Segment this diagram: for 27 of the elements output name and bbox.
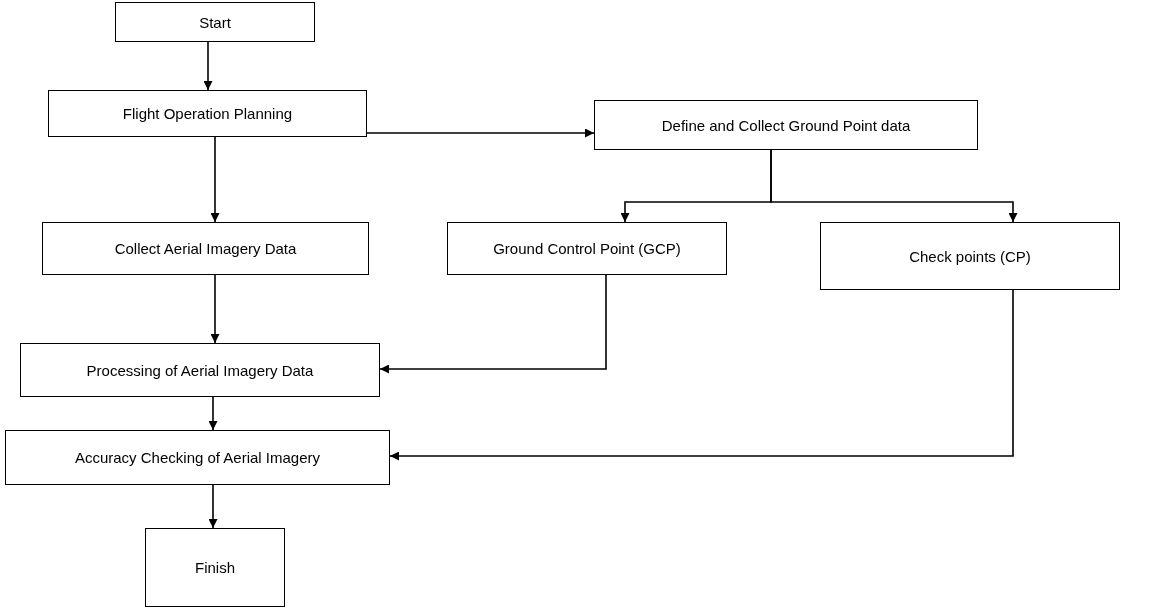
box-label: Accuracy Checking of Aerial Imagery — [74, 449, 321, 466]
process-box — [115, 2, 315, 42]
box-label: Ground Control Point (GCP) — [493, 240, 681, 257]
arrow — [389, 289, 1014, 461]
box-label: Check points (CP) — [909, 247, 1031, 265]
process-box — [20, 343, 380, 397]
box-label: Start — [199, 13, 231, 31]
box-label: Flight Operation Planning — [122, 105, 293, 122]
process-box — [594, 100, 978, 150]
box-label: Collect Aerial Imagery Data — [114, 240, 297, 257]
process-box — [820, 222, 1120, 290]
process-box — [42, 222, 369, 275]
arrow — [210, 274, 220, 344]
arrow — [208, 396, 218, 431]
arrow — [770, 149, 1018, 223]
arrow — [366, 128, 595, 138]
arrow — [203, 41, 213, 91]
box-label: Processing of Aerial Imagery Data — [86, 361, 314, 379]
arrow — [379, 274, 607, 374]
process-box — [145, 528, 285, 607]
process-box — [5, 430, 390, 485]
process-box — [447, 222, 727, 275]
box-label: Finish — [195, 559, 235, 576]
process-box — [48, 90, 367, 137]
arrow — [210, 136, 220, 223]
arrow — [208, 484, 218, 529]
box-label: Define and Collect Ground Point data — [661, 116, 911, 134]
